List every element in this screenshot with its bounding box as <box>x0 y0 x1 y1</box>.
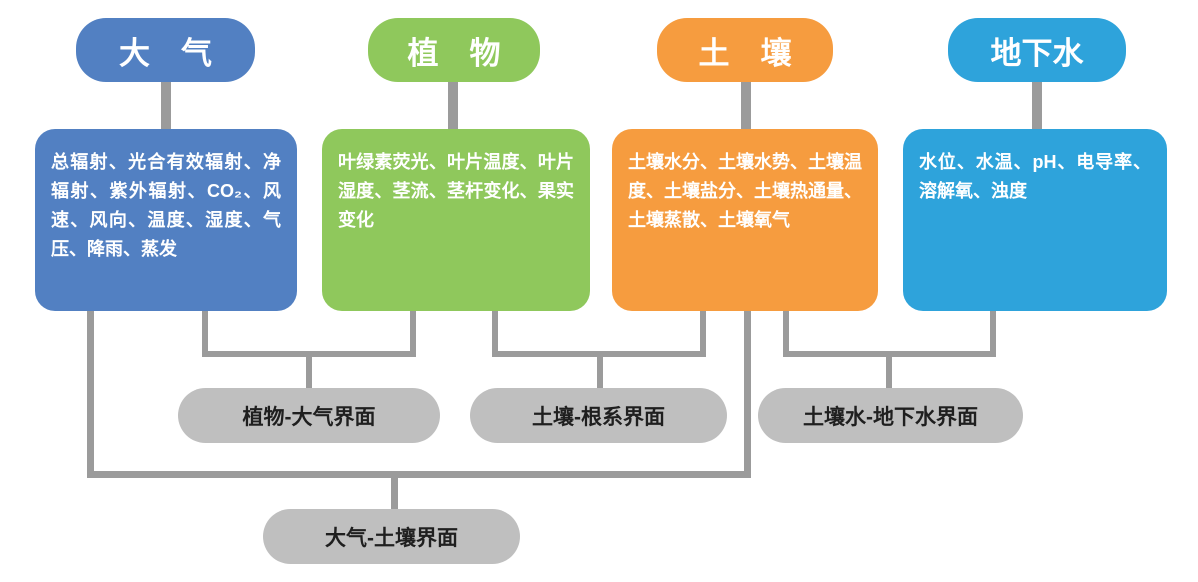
connector-soil-left-drop <box>700 311 706 357</box>
connector-soil-long-drop <box>744 311 751 478</box>
connector-bracket-plant-atmosphere <box>202 351 416 357</box>
connector-atmosphere-long-drop <box>87 311 94 478</box>
connector-bracket-soilwater-groundwater <box>783 351 996 357</box>
connector-bracket-soil-root <box>492 351 706 357</box>
connector-bracket-atmosphere-soil <box>87 471 751 478</box>
connector-plant-left-drop <box>410 311 416 357</box>
connector-groundwater-stub <box>1032 82 1042 129</box>
connector-soil-right-drop <box>783 311 789 357</box>
connector-atmosphere-stub <box>161 82 171 129</box>
connector-stub-atmosphere-soil <box>391 478 398 509</box>
connector-stub-soilwater-groundwater <box>886 357 892 388</box>
connector-stub-soil-root <box>597 357 603 388</box>
connector-soil-stub <box>741 82 751 129</box>
connector-plant-right-drop <box>492 311 498 357</box>
connector-atmosphere-drop <box>202 311 208 357</box>
node-interface-atmosphere-soil: 大气-土壤界面 <box>263 509 520 564</box>
node-interface-soilwater-groundwater: 土壤水-地下水界面 <box>758 388 1023 443</box>
node-atmosphere-parameters: 总辐射、光合有效辐射、净辐射、紫外辐射、CO₂、风速、风向、温度、湿度、气压、降… <box>35 129 297 311</box>
connector-stub-plant-atmosphere <box>306 357 312 388</box>
connector-groundwater-drop <box>990 311 996 357</box>
node-soil-header: 土 壤 <box>657 18 833 82</box>
node-plant-parameters: 叶绿素荧光、叶片温度、叶片湿度、茎流、茎杆变化、果实变化 <box>322 129 590 311</box>
node-atmosphere-header: 大 气 <box>76 18 255 82</box>
node-groundwater-parameters: 水位、水温、pH、电导率、溶解氧、浊度 <box>903 129 1167 311</box>
node-plant-header: 植 物 <box>368 18 540 82</box>
connector-plant-stub <box>448 82 458 129</box>
node-groundwater-header: 地下水 <box>948 18 1126 82</box>
node-soil-parameters: 土壤水分、土壤水势、土壤温度、土壤盐分、土壤热通量、土壤蒸散、土壤氧气 <box>612 129 878 311</box>
node-interface-plant-atmosphere: 植物-大气界面 <box>178 388 440 443</box>
node-interface-soil-root: 土壤-根系界面 <box>470 388 727 443</box>
